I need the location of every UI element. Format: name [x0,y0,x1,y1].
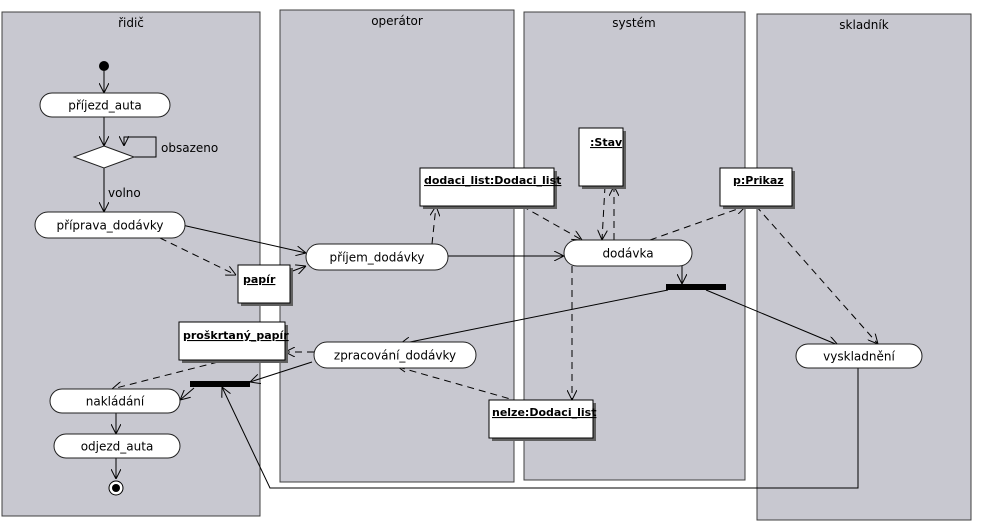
flow-vyskladneni-to-join [222,368,859,489]
flows [104,71,878,489]
svg-text:dodaci_list:Dodaci_list: dodaci_list:Dodaci_list [424,174,561,187]
initial-node [99,61,109,71]
object-nelze-dodaci-list: nelze:Dodaci_list [488,399,596,441]
activity-vyskladneni: vyskladnění [795,343,923,369]
svg-text:vyskladnění: vyskladnění [823,350,895,364]
guard-obsazeno: obsazeno [161,141,218,155]
activity-prijem-dodavky: příjem_dodávky [305,243,449,271]
object-proskrtany-papir: proškrtaný_papír [178,321,289,363]
object-stav: :Stav [578,127,626,189]
fork-bar [666,284,726,290]
decision-node [72,145,136,169]
dep-stav-to-dodavka [602,185,605,240]
swimlane-skladnik: skladník [756,13,972,521]
swimlane-title-operator: operátor [371,14,423,28]
svg-text:dodávka: dodávka [602,247,653,261]
svg-text:příjezd_auta: příjezd_auta [68,99,142,113]
flow-fork-to-zpracovani [400,289,669,344]
svg-text:příjem_dodávky: příjem_dodávky [330,251,425,265]
activity-zpracovani-dodavky: zpracování_dodávky [313,341,477,369]
object-papir: papír [237,264,293,306]
svg-text:p:Prikaz: p:Prikaz [733,174,784,187]
guard-volno: volno [108,186,141,200]
svg-text:příprava_dodávky: příprava_dodávky [57,219,164,233]
flow-obsazeno-loop [124,137,157,158]
svg-text:nelze:Dodaci_list: nelze:Dodaci_list [492,406,596,419]
object-dodaci-list: dodaci_list:Dodaci_list [419,167,561,209]
activity-odjezd-auta: odjezd_auta [53,433,181,459]
activity-dodavka: dodávka [563,239,693,267]
dep-zpracovani-nelze [397,366,515,401]
object-prikaz: p:Prikaz [719,167,795,209]
flow-zpracovani-to-join [250,361,313,382]
final-node [108,480,124,496]
swimlane-title-ridic: řidič [118,16,144,30]
swimlane-title-system: systém [612,16,655,30]
activity-priprava-dodavky: příprava_dodávky [34,211,186,239]
svg-text::Stav: :Stav [590,136,623,149]
join-bar [190,381,250,387]
svg-text:proškrtaný_papír: proškrtaný_papír [183,329,289,342]
svg-text:nakládání: nakládání [86,395,145,409]
flow-join-to-nakladani [180,387,195,400]
svg-text:odjezd_auta: odjezd_auta [81,440,154,454]
activity-nakladani: nakládání [49,388,181,414]
dep-proskrtany-to-nakladani [112,361,219,389]
dep-prijem-to-dodaci-list [432,206,436,245]
flow-fork-to-vyskladneni [705,289,838,345]
svg-text:zpracování_dodávky: zpracování_dodávky [334,349,456,363]
dep-prikaz-to-vyskladneni [755,205,878,344]
flow-priprava-to-prijem [181,224,306,253]
dep-dodavka-to-prikaz [649,206,746,241]
activity-prijezd-auta: příjezd_auta [39,92,171,118]
swimlane-title-skladnik: skladník [839,18,888,32]
svg-text:papír: papír [243,273,276,286]
dep-priprava-to-papir [159,237,236,275]
